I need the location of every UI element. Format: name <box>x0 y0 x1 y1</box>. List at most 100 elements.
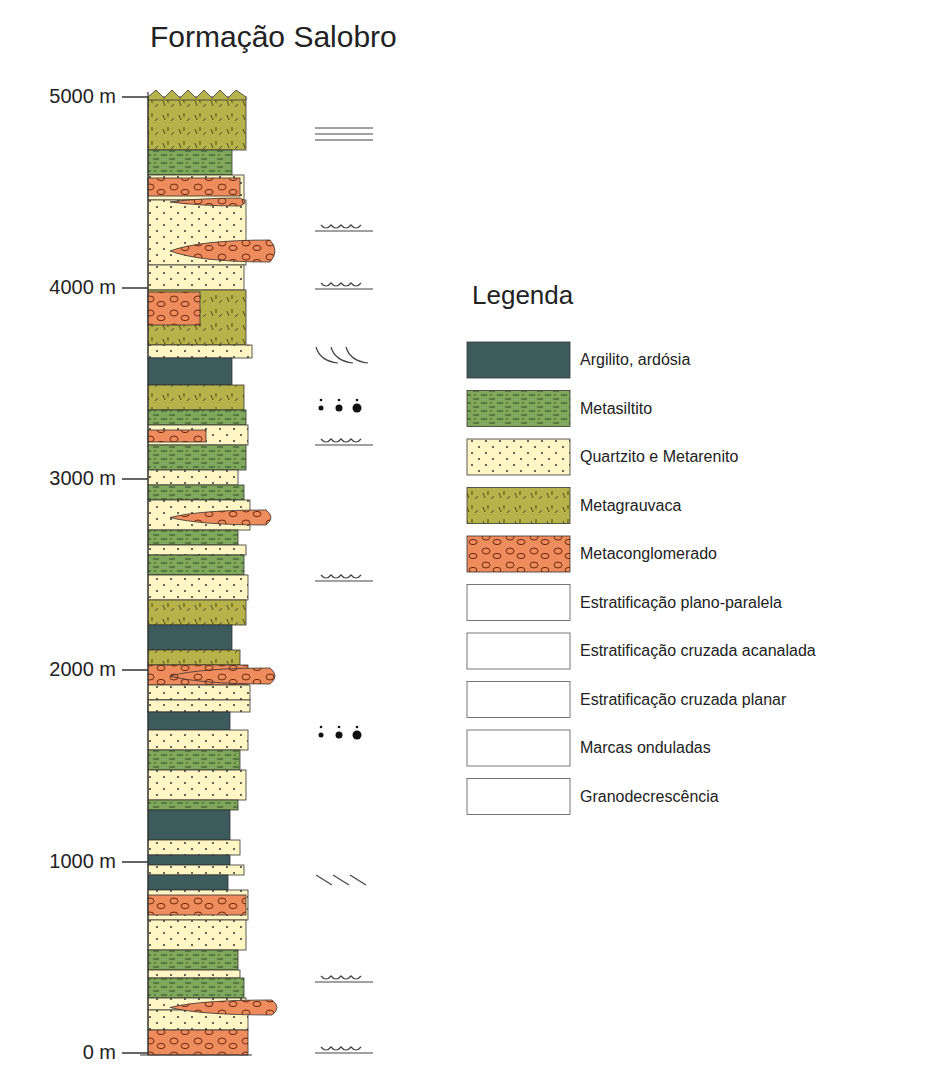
depth-label: 4000 m <box>6 276 116 299</box>
bed-pattern <box>148 470 238 485</box>
grain <box>336 732 343 739</box>
bed <box>148 600 246 625</box>
planar-line <box>315 133 373 134</box>
grain <box>356 726 359 729</box>
bed-pattern <box>148 385 244 410</box>
bed-pattern <box>148 970 240 978</box>
bed <box>148 685 250 700</box>
bed <box>148 178 240 196</box>
legend-sample <box>467 585 570 621</box>
depth-label: 5000 m <box>6 85 116 108</box>
bed-pattern <box>148 890 248 920</box>
depth-label: 1000 m <box>6 850 116 873</box>
legend-text: Metaconglomerado <box>580 545 717 563</box>
bed-pattern <box>148 445 246 470</box>
grain <box>338 399 341 402</box>
grain <box>319 406 324 411</box>
legend-text: Estratificação cruzada acanalada <box>580 642 816 660</box>
bed <box>148 425 248 445</box>
ripple-base <box>315 981 373 982</box>
bed-pattern <box>148 178 240 196</box>
bed-pattern <box>148 685 250 700</box>
bed <box>148 890 248 920</box>
ripple-base <box>315 444 373 445</box>
axis-tick <box>122 287 148 289</box>
bed <box>148 530 238 545</box>
conglomerate-lens <box>170 668 275 684</box>
axis-tick <box>122 478 148 480</box>
bed <box>148 345 252 358</box>
bed-pattern <box>148 920 246 950</box>
bed <box>148 575 248 600</box>
bed <box>148 800 238 810</box>
bed-pattern <box>148 800 238 810</box>
bed-pattern <box>148 978 244 998</box>
legend-text: Marcas onduladas <box>580 739 711 757</box>
trough-line <box>346 347 368 363</box>
bed <box>148 730 248 750</box>
grain <box>353 731 362 740</box>
legend-swatch <box>467 342 570 378</box>
grain <box>356 399 359 402</box>
bed <box>148 430 206 442</box>
legend-heading: Legenda <box>472 280 573 311</box>
ripple-mark <box>321 575 361 578</box>
ripple-mark <box>321 439 361 442</box>
bed-pattern <box>148 345 252 358</box>
bed-pattern <box>148 700 250 712</box>
lens-pattern <box>170 510 271 525</box>
ripple-mark <box>321 283 361 286</box>
bed <box>148 292 200 325</box>
ripple-base <box>315 1052 373 1053</box>
conglomerate-lens <box>170 510 271 525</box>
bed <box>148 358 232 385</box>
ripple-base <box>315 288 373 289</box>
bed-pattern <box>148 575 248 600</box>
bed <box>148 175 244 200</box>
bed <box>148 290 246 345</box>
bed-pattern <box>148 97 246 150</box>
bed <box>148 770 246 800</box>
bed-pattern <box>148 430 206 442</box>
legend-sample <box>467 730 570 766</box>
bed <box>148 1030 248 1055</box>
legend-text: Granodecrescência <box>580 788 719 806</box>
grain <box>338 726 341 729</box>
bed <box>148 385 244 410</box>
conglomerate-lens <box>170 1000 277 1015</box>
legend-text: Metagrauvaca <box>580 497 681 515</box>
legend-text: Argilito, ardósia <box>580 351 690 369</box>
grain <box>319 733 324 738</box>
bed <box>148 485 244 500</box>
grain <box>320 399 323 402</box>
bed <box>148 470 238 485</box>
lens-pattern <box>170 198 245 206</box>
cross-line <box>316 875 332 885</box>
bed-pattern <box>148 950 238 970</box>
bed-pattern <box>148 770 246 800</box>
cross-line <box>333 875 349 885</box>
bed <box>148 970 240 978</box>
bed-pattern <box>148 150 232 175</box>
lens-pattern <box>170 240 275 262</box>
legend-text: Metasiltito <box>580 400 652 418</box>
axis-tick <box>122 669 148 671</box>
ripple-base <box>315 230 373 231</box>
bed-pattern <box>148 650 240 665</box>
bed-pattern <box>148 545 246 555</box>
ripple-mark <box>321 976 361 979</box>
bed-pattern <box>148 600 246 625</box>
ripple-mark <box>321 225 361 228</box>
bed <box>148 950 238 970</box>
conglomerate-lens <box>170 198 245 206</box>
legend-sample <box>467 682 570 718</box>
swatch-pattern <box>467 536 570 572</box>
bed <box>148 700 250 712</box>
ripple-mark <box>321 1047 361 1050</box>
bed <box>148 810 230 840</box>
lens-pattern <box>170 668 275 684</box>
swatch-pattern <box>467 488 570 524</box>
bed-pattern <box>148 530 238 545</box>
legend-sample <box>467 779 570 815</box>
